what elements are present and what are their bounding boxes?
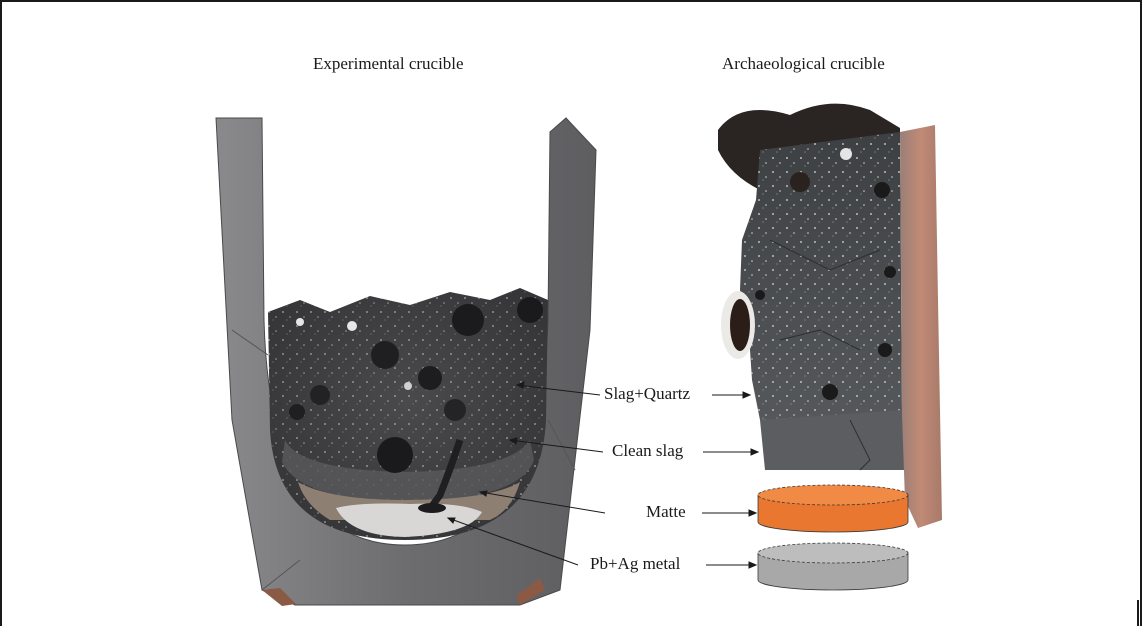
experimental-crucible xyxy=(216,118,596,606)
metal-disk xyxy=(758,543,908,590)
archaeological-crucible xyxy=(718,104,942,528)
matte-disk xyxy=(758,485,908,532)
label-matte: Matte xyxy=(646,502,686,522)
label-pb-ag-metal: Pb+Ag metal xyxy=(590,554,680,574)
frame-bottom-tick xyxy=(1137,600,1139,626)
label-slag-quartz: Slag+Quartz xyxy=(604,384,690,404)
arch-clean-slag xyxy=(760,410,905,470)
arch-ceramic-wall xyxy=(900,125,942,528)
label-clean-slag: Clean slag xyxy=(612,441,683,461)
